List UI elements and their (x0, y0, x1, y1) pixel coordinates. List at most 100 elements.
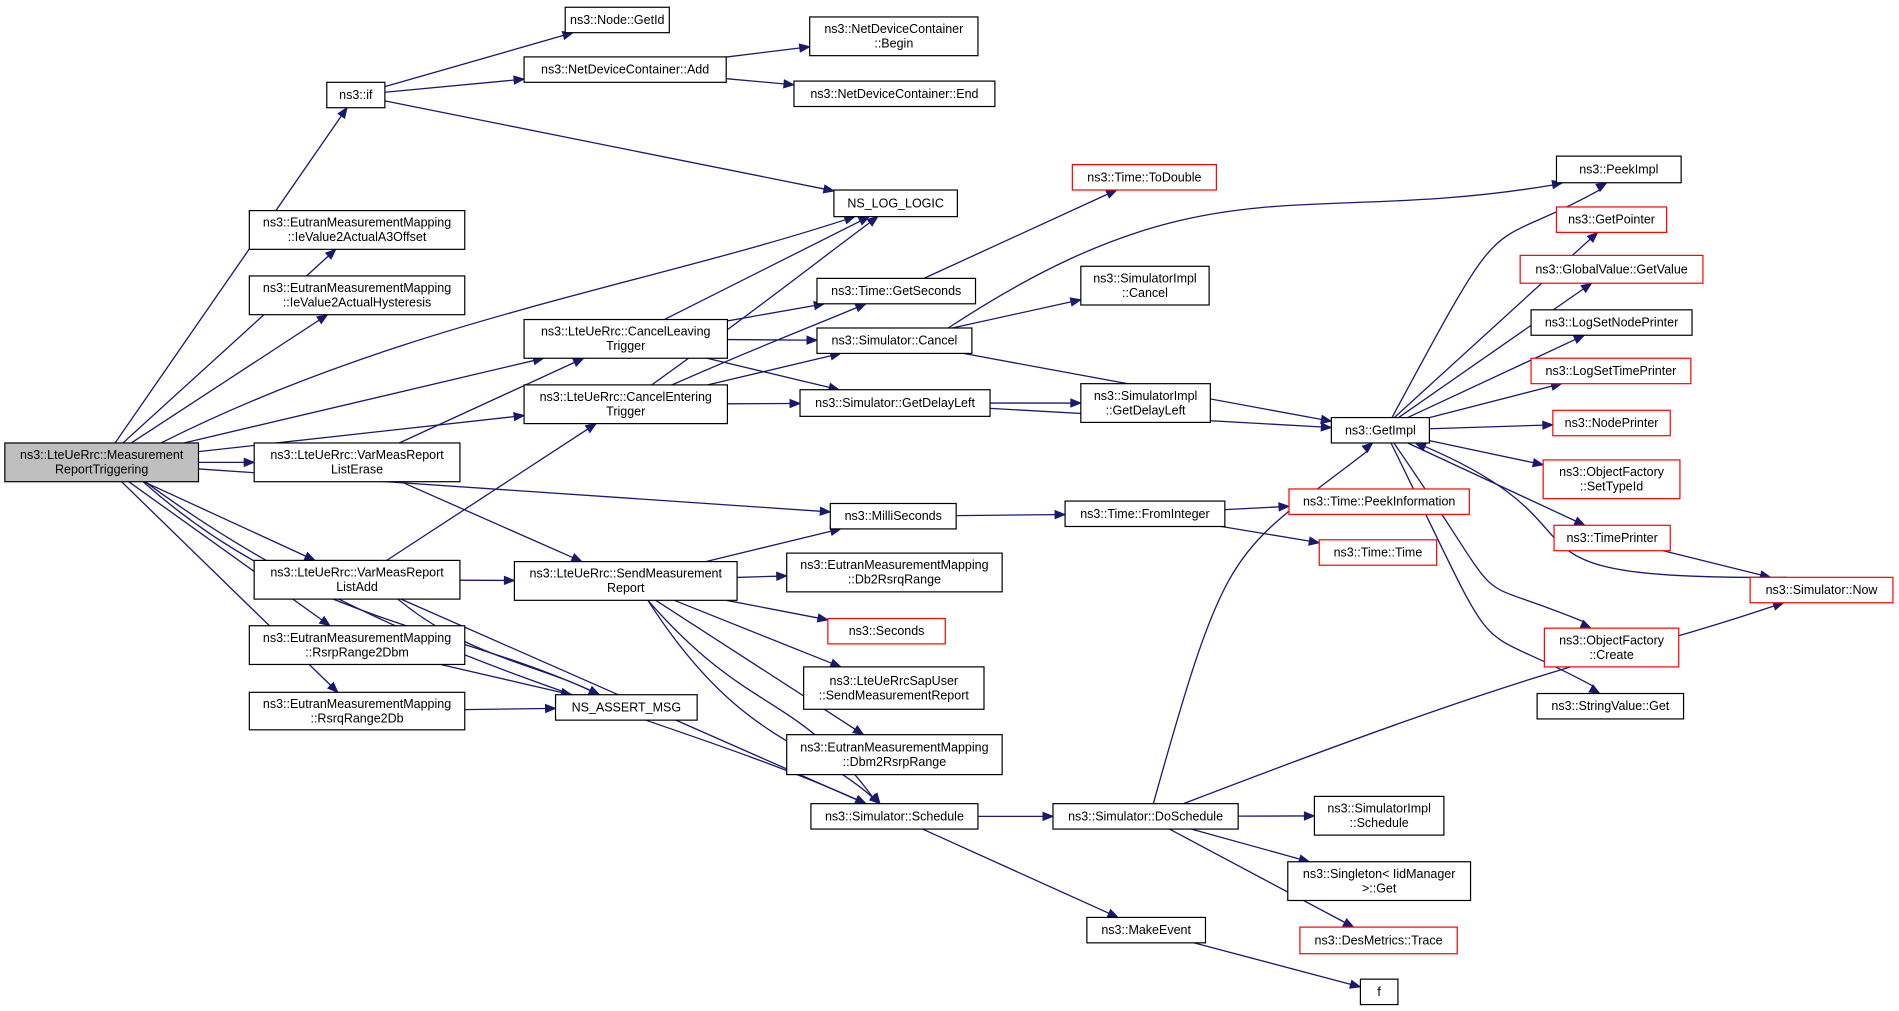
arrow-head (1580, 282, 1593, 294)
node-globalValue[interactable]: ns3::GlobalValue::GetValue (1519, 254, 1704, 284)
node-simDoSchedule[interactable]: ns3::Simulator::DoSchedule (1052, 803, 1239, 830)
node-peekImpl[interactable]: ns3::PeekImpl (1555, 155, 1682, 184)
arrow-head (588, 685, 601, 696)
node-box (809, 16, 979, 57)
node-label: ns3::Time::Time (1334, 546, 1423, 560)
node-simSchedule[interactable]: ns3::Simulator::Schedule (810, 803, 979, 830)
node-simGetDelayLeft[interactable]: ns3::Simulator::GetDelayLeft (799, 389, 991, 417)
node-ndcBegin[interactable]: ns3::NetDeviceContainer::Begin (809, 16, 979, 57)
arrow-head (806, 335, 819, 345)
node-seconds[interactable]: ns3::Seconds (827, 617, 946, 645)
node-ofSetTypeId[interactable]: ns3::ObjectFactory::SetTypeId (1542, 459, 1681, 500)
node-simNow[interactable]: ns3::Simulator::Now (1749, 576, 1894, 604)
edge-line (956, 513, 1057, 517)
node-nodeGetId[interactable]: ns3::Node::GetId (564, 6, 670, 34)
node-timeToDouble[interactable]: ns3::Time::ToDouble (1071, 164, 1217, 191)
node-singleton[interactable]: ns3::Singleton< IidManager>::Get (1287, 861, 1472, 902)
node-label: ::Begin (874, 37, 913, 51)
node-ofCreate[interactable]: ns3::ObjectFactory::Create (1543, 627, 1680, 668)
call-edge-root-to-varAdd (143, 481, 317, 561)
arrow-head (1042, 811, 1055, 822)
edge-line (160, 218, 847, 444)
node-simImplCancel[interactable]: ns3::SimulatorImpl::Cancel (1080, 265, 1210, 306)
node-label: ::RsrpRange2Dbm (305, 645, 409, 659)
arrow-head (1572, 334, 1586, 344)
arrow-head (1531, 457, 1545, 468)
node-nsLogLogic[interactable]: NS_LOG_LOGIC (833, 189, 958, 218)
node-desTrace[interactable]: ns3::DesMetrics::Trace (1299, 926, 1458, 955)
node-milliSeconds[interactable]: ns3::MilliSeconds (829, 502, 957, 530)
node-rsrq2db[interactable]: ns3::EutranMeasurementMapping::RsrqRange… (248, 691, 466, 731)
edge-line (143, 481, 308, 558)
node-label: ns3::Simulator::Cancel (832, 334, 958, 348)
node-dbm2rsrp[interactable]: ns3::EutranMeasurementMapping::Dbm2RsrpR… (786, 734, 1003, 776)
node-label: >::Get (1362, 881, 1397, 895)
node-label: ::Db2RsrqRange (848, 573, 941, 587)
node-label: ns3::MakeEvent (1101, 923, 1191, 937)
node-box (248, 625, 466, 666)
edge-line (952, 301, 1073, 329)
node-label: ns3::ObjectFactory (1559, 633, 1665, 647)
node-timeTime[interactable]: ns3::Time::Time (1318, 539, 1438, 566)
node-db2rsrq[interactable]: ns3::EutranMeasurementMapping::Db2RsrqRa… (786, 552, 1003, 593)
node-sendMeas[interactable]: ns3::LteUeRrc::SendMeasurementReport (513, 560, 738, 601)
node-getPointer[interactable]: ns3::GetPointer (1555, 206, 1668, 233)
node-ndcAdd[interactable]: ns3::NetDeviceContainer::Add (523, 56, 727, 83)
node-sapUser[interactable]: ns3::LteUeRrcSapUser::SendMeasurementRep… (803, 666, 985, 710)
edge-line (1398, 287, 1585, 419)
node-strValueGet[interactable]: ns3::StringValue::Get (1536, 692, 1685, 720)
node-box (1519, 254, 1704, 284)
call-edge-simDoSchedule-to-simNow (1183, 601, 1785, 805)
node-f[interactable]: f (1359, 978, 1399, 1006)
node-root[interactable]: ns3::LteUeRrc::MeasurementReportTriggeri… (4, 442, 200, 483)
node-timeGetSeconds[interactable]: ns3::Time::GetSeconds (816, 277, 977, 305)
node-label: ListAdd (336, 580, 378, 594)
node-box (1080, 383, 1211, 424)
call-edge-sendMeas-to-db2rsrq (737, 571, 789, 581)
node-simImplGetDelayLeft[interactable]: ns3::SimulatorImpl::GetDelayLeft (1080, 383, 1211, 424)
node-if[interactable]: ns3::if (326, 81, 386, 109)
node-label: ns3::LteUeRrc::Measurement (20, 448, 184, 462)
node-makeEvent[interactable]: ns3::MakeEvent (1086, 916, 1207, 944)
node-label: ns3::SimulatorImpl (1327, 802, 1431, 816)
node-rsrp2dbm[interactable]: ns3::EutranMeasurementMapping::RsrpRange… (248, 625, 466, 666)
arrow-head (1361, 442, 1374, 454)
node-ieHyst[interactable]: ns3::EutranMeasurementMapping::IeValue2A… (248, 275, 466, 316)
node-timeFromInteger[interactable]: ns3::Time::FromInteger (1064, 500, 1226, 528)
arrow-head (572, 357, 585, 367)
arrow-head (1278, 502, 1291, 512)
node-label: NS_LOG_LOGIC (847, 196, 944, 210)
node-label: ns3::StringValue::Get (1551, 699, 1669, 713)
node-logSetTime[interactable]: ns3::LogSetTimePrinter (1530, 357, 1692, 385)
node-simImplSchedule[interactable]: ns3::SimulatorImpl::Schedule (1313, 795, 1445, 836)
node-timePrinter[interactable]: ns3::TimePrinter (1553, 524, 1671, 552)
node-box (513, 560, 738, 601)
node-simCancel[interactable]: ns3::Simulator::Cancel (816, 327, 973, 355)
node-label: ns3::LteUeRrc::VarMeasReport (270, 448, 444, 462)
node-nodePrinter[interactable]: ns3::NodePrinter (1552, 409, 1671, 437)
node-label: ::Dbm2RsrpRange (843, 755, 947, 769)
arrow-head (1349, 979, 1362, 989)
node-nsAssert[interactable]: NS_ASSERT_MSG (554, 694, 698, 721)
node-label: ns3::EutranMeasurementMapping (263, 697, 451, 711)
edge-line (198, 415, 516, 453)
node-getImpl[interactable]: ns3::GetImpl (1330, 416, 1430, 444)
node-box (799, 389, 991, 417)
node-label: ::Cancel (1122, 286, 1168, 300)
edge-line (706, 357, 831, 389)
node-logSetNode[interactable]: ns3::LogSetNodePrinter (1530, 309, 1693, 336)
node-label: f (1377, 985, 1381, 999)
arrow-head (854, 303, 868, 313)
arrow-head (513, 75, 526, 85)
node-ieA3[interactable]: ns3::EutranMeasurementMapping::IeValue2A… (248, 209, 466, 250)
node-peekInfo[interactable]: ns3::Time::PeekInformation (1288, 488, 1470, 515)
call-edge-root-to-ieHyst (130, 313, 329, 444)
node-ndcEnd[interactable]: ns3::NetDeviceContainer::End (793, 80, 996, 108)
call-edge-root-to-cancelLeaving (183, 356, 545, 444)
edge-line (1407, 338, 1577, 419)
edge-line (384, 34, 565, 88)
